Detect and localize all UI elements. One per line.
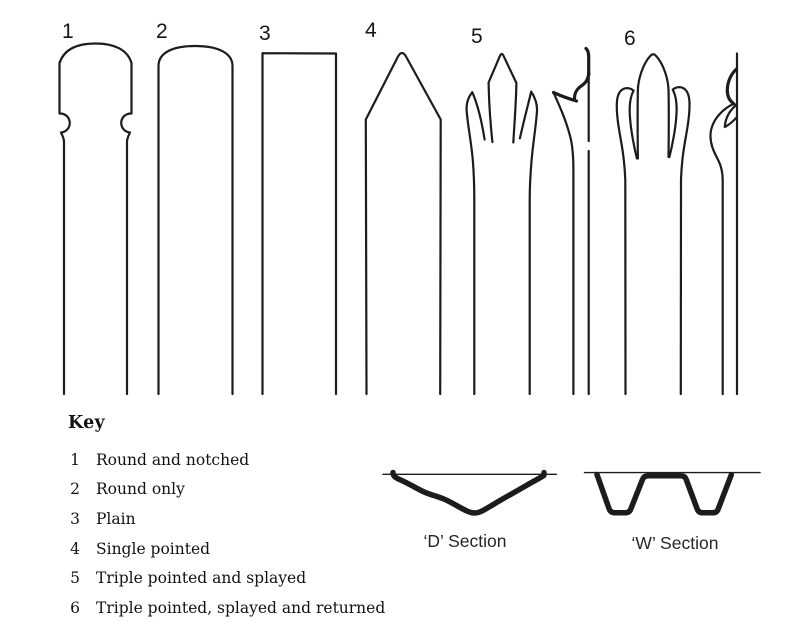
key-item-number: 4 xyxy=(70,539,80,558)
key-item-number: 5 xyxy=(70,569,80,588)
key-item-label: Triple pointed and splayed xyxy=(96,569,307,588)
pale-2-round-drawing xyxy=(157,44,234,396)
pale-1-round-notched-drawing xyxy=(58,42,133,396)
key-item-label: Single pointed xyxy=(96,539,211,558)
pale-6-side-view-drawing xyxy=(709,52,739,396)
pale-4-single-pointed-drawing xyxy=(364,51,442,396)
key-item-label: Plain xyxy=(96,509,136,528)
key-legend: Key 1 Round and notched 2 Round only 3 P… xyxy=(68,413,385,623)
key-item-number: 6 xyxy=(70,598,80,617)
key-item-6: 6 Triple pointed, splayed and returned xyxy=(68,593,385,623)
key-heading: Key xyxy=(68,413,106,433)
pale-3-number: 3 xyxy=(259,22,271,45)
pale-5-triple-splayed-front-drawing xyxy=(465,52,539,396)
pale-6-triple-returned-front-drawing xyxy=(615,53,691,396)
key-item-2: 2 Round only xyxy=(68,475,385,505)
pale-5-number: 5 xyxy=(471,25,483,48)
w-section-label: ‘W’ Section xyxy=(631,533,719,553)
d-section-drawing xyxy=(382,469,558,516)
key-item-4: 4 Single pointed xyxy=(68,534,385,564)
pale-2-number: 2 xyxy=(156,20,168,43)
key-item-label: Triple pointed, splayed and returned xyxy=(96,598,386,617)
w-section-drawing xyxy=(583,471,761,516)
d-section-label: ‘D’ Section xyxy=(423,531,507,551)
key-item-label: Round only xyxy=(96,480,185,499)
key-item-1: 1 Round and notched xyxy=(68,445,385,475)
key-item-number: 1 xyxy=(70,450,80,469)
key-item-number: 2 xyxy=(70,480,80,499)
pale-1-number: 1 xyxy=(62,20,74,43)
pale-3-plain-drawing xyxy=(261,52,338,396)
pale-4-number: 4 xyxy=(365,19,377,42)
key-item-3: 3 Plain xyxy=(68,504,385,534)
pale-5-side-view-drawing xyxy=(551,46,591,396)
key-item-number: 3 xyxy=(70,509,80,528)
key-item-label: Round and notched xyxy=(96,450,250,469)
pale-6-number: 6 xyxy=(624,27,636,50)
key-item-5: 5 Triple pointed and splayed xyxy=(68,563,385,593)
